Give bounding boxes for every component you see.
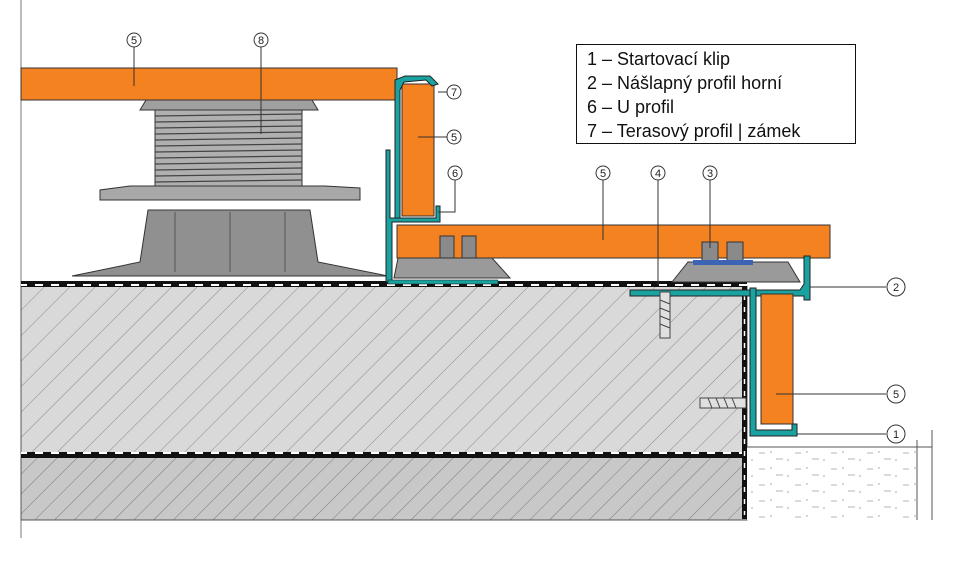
svg-text:7: 7 [451,87,457,99]
anchor-dowel-horizontal [699,397,747,409]
callout-5-edge-board: 5 [886,384,906,404]
leader-lines [133,46,886,435]
callout-1-starter-clip: 1 [886,424,906,444]
legend-item-starter-clip: 1 – Startovací klip [587,49,731,69]
svg-text:2: 2 [893,282,899,294]
upper-deck-board [20,67,398,101]
svg-text:8: 8 [258,35,264,47]
callout-6-u-profile: 6 [447,165,463,181]
svg-text:1: 1 [893,429,899,441]
vertical-edge-board [760,293,794,425]
legend-item-step-profile: 2 – Nášlapný profil horní [587,73,783,93]
legend-box: 1 – Startovací klip 2 – Nášlapný profil … [576,44,856,144]
small-pedestal-left [393,235,512,279]
waterproofing-membrane-top [21,281,747,287]
anchor-dowel-vertical [659,291,671,339]
svg-text:5: 5 [451,132,457,144]
callout-2-step-profile: 2 [886,277,906,297]
gravel-ground [747,447,917,520]
starter-clip [749,287,798,437]
callout-5-upper-board: 5 [126,32,142,48]
terrace-profile-lock [394,75,439,223]
callout-3-clip: 3 [702,165,718,181]
callout-4-anchor: 4 [650,165,666,181]
legend-item-u-profile: 6 – U profil [587,97,675,117]
concrete-slab [20,285,748,455]
svg-text:3: 3 [707,168,713,180]
callout-5-lower-board: 5 [595,165,611,181]
svg-text:5: 5 [131,35,137,47]
callout-7-terrace-profile: 7 [446,84,462,100]
adjustable-pedestal [71,75,389,277]
svg-text:5: 5 [893,389,899,401]
callout-5-fascia-board: 5 [446,129,462,145]
svg-text:6: 6 [452,168,458,180]
svg-text:4: 4 [655,168,661,180]
svg-text:5: 5 [600,168,606,180]
waterproofing-membrane-middle [21,452,747,458]
legend-item-terrace-profile: 7 – Terasový profil | zámek [587,121,801,141]
u-profile [385,149,441,283]
callout-8-pedestal: 8 [253,32,269,48]
vertical-fascia-board [401,83,435,217]
